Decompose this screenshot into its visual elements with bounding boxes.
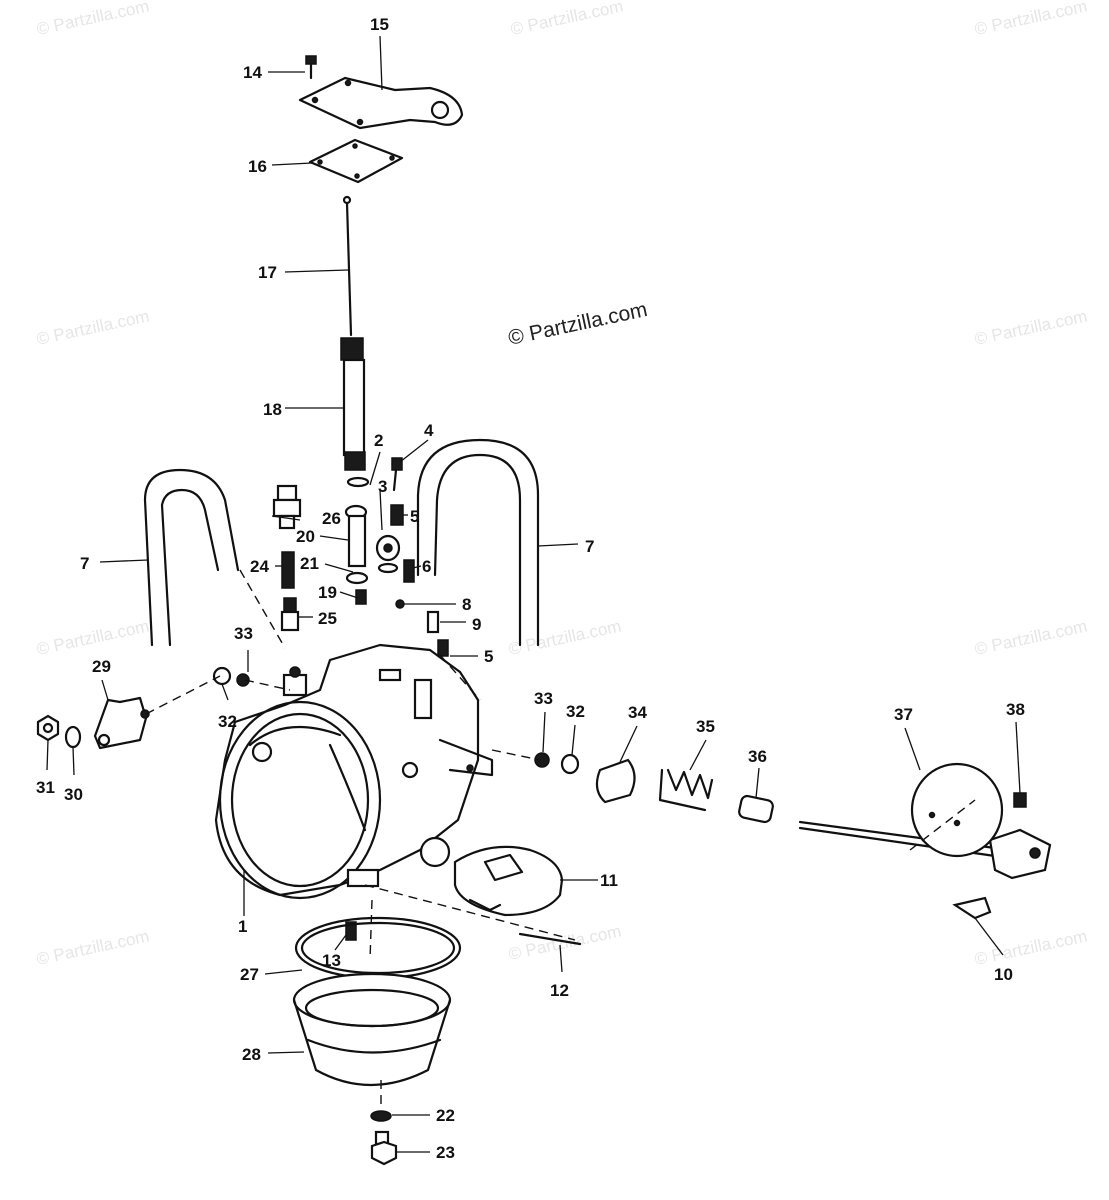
part-12-pin	[518, 932, 582, 946]
part-23-drain-plug	[370, 1130, 398, 1166]
watermark: © Partzilla.com	[507, 617, 623, 659]
callout-24: 24	[250, 557, 269, 576]
part-34-collar	[595, 758, 636, 804]
part-1-carburetor-body	[214, 643, 494, 900]
part-26-fitting	[272, 484, 302, 530]
watermark: © Partzilla.com	[35, 927, 151, 969]
watermark: © Partzilla.com	[973, 927, 1089, 969]
leader-lines	[46, 35, 1021, 1153]
part-29-bracket	[93, 696, 150, 750]
part-8-o-ring	[395, 599, 405, 609]
watermark: © Partzilla.com	[509, 0, 625, 39]
part-14-screw	[305, 55, 317, 80]
watermark: © Partzilla.com	[35, 617, 151, 659]
callout-5-top: 5	[410, 507, 419, 526]
part-35-spring	[658, 768, 714, 812]
watermark: © Partzilla.com	[35, 307, 151, 349]
watermark: © Partzilla.com	[973, 617, 1089, 659]
part-32-washer-right	[560, 753, 580, 775]
part-7-hose-left	[143, 468, 240, 647]
callout-26: 26	[322, 509, 341, 528]
callout-37: 37	[894, 705, 913, 724]
watermark: © Partzilla.com	[973, 307, 1089, 349]
part-31-nut	[36, 714, 60, 742]
part-28-float-bowl	[292, 972, 452, 1087]
part-13-needle-valve	[345, 921, 357, 941]
callout-1: 1	[238, 917, 247, 936]
callout-17: 17	[258, 263, 277, 282]
callout-20: 20	[296, 527, 315, 546]
callout-33-right: 33	[534, 689, 553, 708]
part-7-hose-right	[416, 438, 540, 647]
callout-28: 28	[242, 1045, 261, 1064]
callouts: 14 15 16 17 18 2 4 3 5 26 20 7 7 24 21 6…	[36, 15, 1025, 1162]
callout-2: 2	[374, 431, 383, 450]
part-20-needle-jet	[344, 476, 370, 605]
part-25-jet	[280, 597, 300, 632]
alignment-lines	[145, 569, 976, 1110]
callout-32-right: 32	[566, 702, 585, 721]
callout-12: 12	[550, 981, 569, 1000]
callout-31: 31	[36, 778, 55, 797]
callout-27: 27	[240, 965, 259, 984]
callout-35: 35	[696, 717, 715, 736]
callout-19: 19	[318, 583, 337, 602]
part-16-gasket	[308, 138, 404, 184]
part-36-bushing	[738, 794, 774, 824]
center-watermark: © Partzilla.com	[506, 298, 649, 350]
callout-3: 3	[378, 477, 387, 496]
part-24-spring	[281, 551, 295, 589]
callout-22: 22	[436, 1106, 455, 1125]
callout-7-left: 7	[80, 554, 89, 573]
part-33-nut-left	[236, 673, 250, 687]
callout-6: 6	[422, 557, 431, 576]
watermark: © Partzilla.com	[973, 0, 1089, 39]
callout-25: 25	[318, 609, 337, 628]
part-4-screw	[391, 457, 403, 492]
callout-34: 34	[628, 703, 647, 722]
watermark: © Partzilla.com	[507, 922, 623, 964]
part-11-float	[453, 845, 564, 917]
watermark: © Partzilla.com	[35, 0, 151, 39]
part-22-washer	[370, 1110, 392, 1122]
part-32-washer-left	[212, 666, 232, 686]
callout-5-bottom: 5	[484, 647, 493, 666]
callout-13: 13	[322, 951, 341, 970]
part-33-nut-right	[534, 752, 550, 768]
callout-30: 30	[64, 785, 83, 804]
callout-38: 38	[1006, 700, 1025, 719]
callout-14: 14	[243, 63, 262, 82]
part-6-screw	[403, 559, 415, 583]
callout-23: 23	[436, 1143, 455, 1162]
part-30-washer	[64, 725, 82, 749]
callout-32-left: 32	[218, 712, 237, 731]
callout-33-left: 33	[234, 624, 253, 643]
callout-15: 15	[370, 15, 389, 34]
part-15-top-cover	[298, 76, 464, 130]
callout-11: 11	[600, 871, 618, 890]
part-18-slide-tube	[340, 337, 366, 471]
callout-8: 8	[462, 595, 471, 614]
callout-9: 9	[472, 615, 481, 634]
part-27-gasket	[294, 916, 462, 980]
part-37-throttle-plate	[910, 762, 1004, 858]
callout-16: 16	[248, 157, 267, 176]
callout-21: 21	[300, 554, 319, 573]
part-5-spring	[390, 504, 404, 526]
callout-10: 10	[994, 965, 1013, 984]
callout-4: 4	[424, 421, 434, 440]
callout-7-right: 7	[585, 537, 594, 556]
part-17-jet-needle	[342, 195, 353, 337]
part-3-plate	[375, 534, 401, 574]
callout-29: 29	[92, 657, 111, 676]
part-9-screw	[426, 610, 449, 657]
callout-36: 36	[748, 747, 767, 766]
callout-18: 18	[263, 400, 282, 419]
part-38-screw	[1013, 792, 1027, 808]
